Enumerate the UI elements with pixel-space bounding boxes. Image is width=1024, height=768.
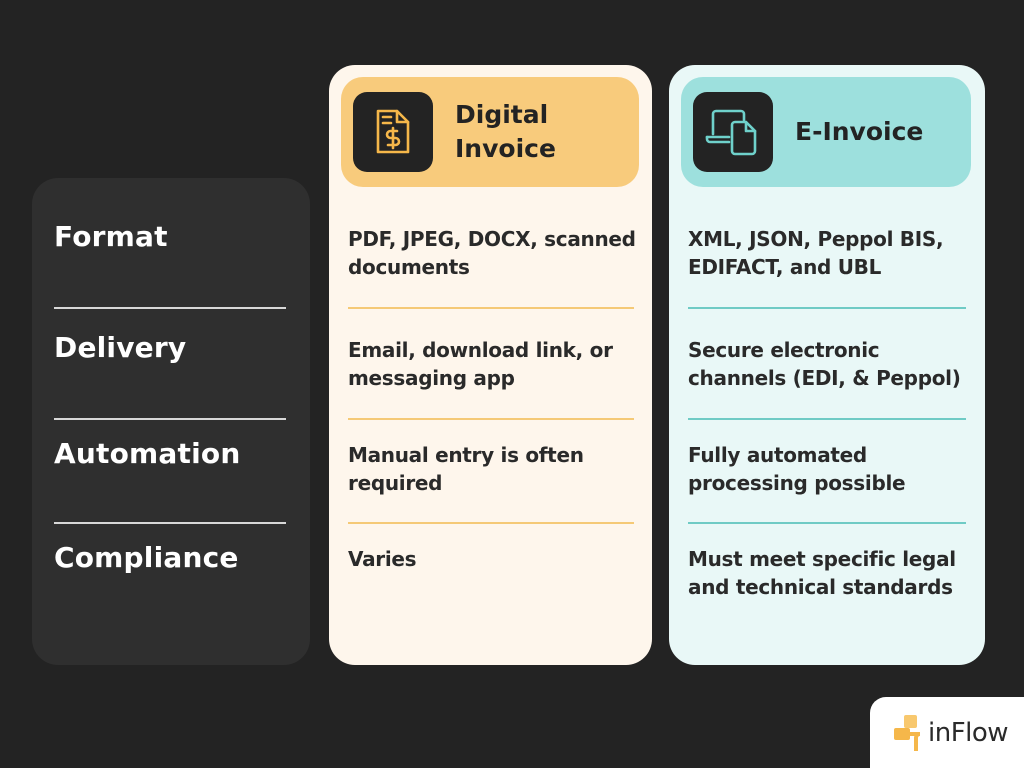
row-label-compliance: Compliance bbox=[54, 541, 239, 574]
e-invoice-column: E-Invoice XML, JSON, Peppol BIS, EDIFACT… bbox=[669, 65, 985, 665]
column-divider bbox=[688, 307, 966, 309]
e-invoice-title: E-Invoice bbox=[795, 117, 924, 146]
row-divider bbox=[54, 418, 286, 420]
digital-format-cell: PDF, JPEG, DOCX, scanned documents bbox=[348, 227, 636, 279]
digital-invoice-title: Digital Invoice bbox=[455, 100, 556, 163]
row-divider bbox=[54, 307, 286, 309]
row-label-automation: Automation bbox=[54, 437, 241, 470]
digital-compliance-cell: Varies bbox=[348, 547, 417, 571]
einvoice-compliance-cell: Must meet specific legal and technical s… bbox=[688, 547, 956, 599]
column-divider bbox=[348, 307, 634, 309]
einvoice-delivery-cell: Secure electronic channels (EDI, & Peppo… bbox=[688, 338, 961, 390]
inflow-logo-icon bbox=[894, 714, 921, 751]
e-invoice-header: E-Invoice bbox=[681, 77, 971, 187]
inflow-logo: inFlow bbox=[870, 697, 1024, 768]
digital-invoice-header: Digital Invoice bbox=[341, 77, 639, 187]
row-labels-panel: Format Delivery Automation Compliance bbox=[32, 178, 310, 665]
digital-automation-cell: Manual entry is often required bbox=[348, 443, 584, 495]
column-divider bbox=[688, 522, 966, 524]
column-divider bbox=[348, 418, 634, 420]
inflow-logo-text: inFlow bbox=[928, 717, 1009, 748]
column-divider bbox=[688, 418, 966, 420]
column-divider bbox=[348, 522, 634, 524]
row-label-format: Format bbox=[54, 220, 168, 253]
row-divider bbox=[54, 522, 286, 524]
digital-delivery-cell: Email, download link, or messaging app bbox=[348, 338, 613, 390]
digital-invoice-column: Digital Invoice PDF, JPEG, DOCX, scanned… bbox=[329, 65, 652, 665]
invoice-dollar-document-icon bbox=[353, 92, 433, 172]
einvoice-automation-cell: Fully automated processing possible bbox=[688, 443, 906, 495]
einvoice-format-cell: XML, JSON, Peppol BIS, EDIFACT, and UBL bbox=[688, 227, 944, 279]
row-label-delivery: Delivery bbox=[54, 331, 187, 364]
laptop-document-icon bbox=[693, 92, 773, 172]
